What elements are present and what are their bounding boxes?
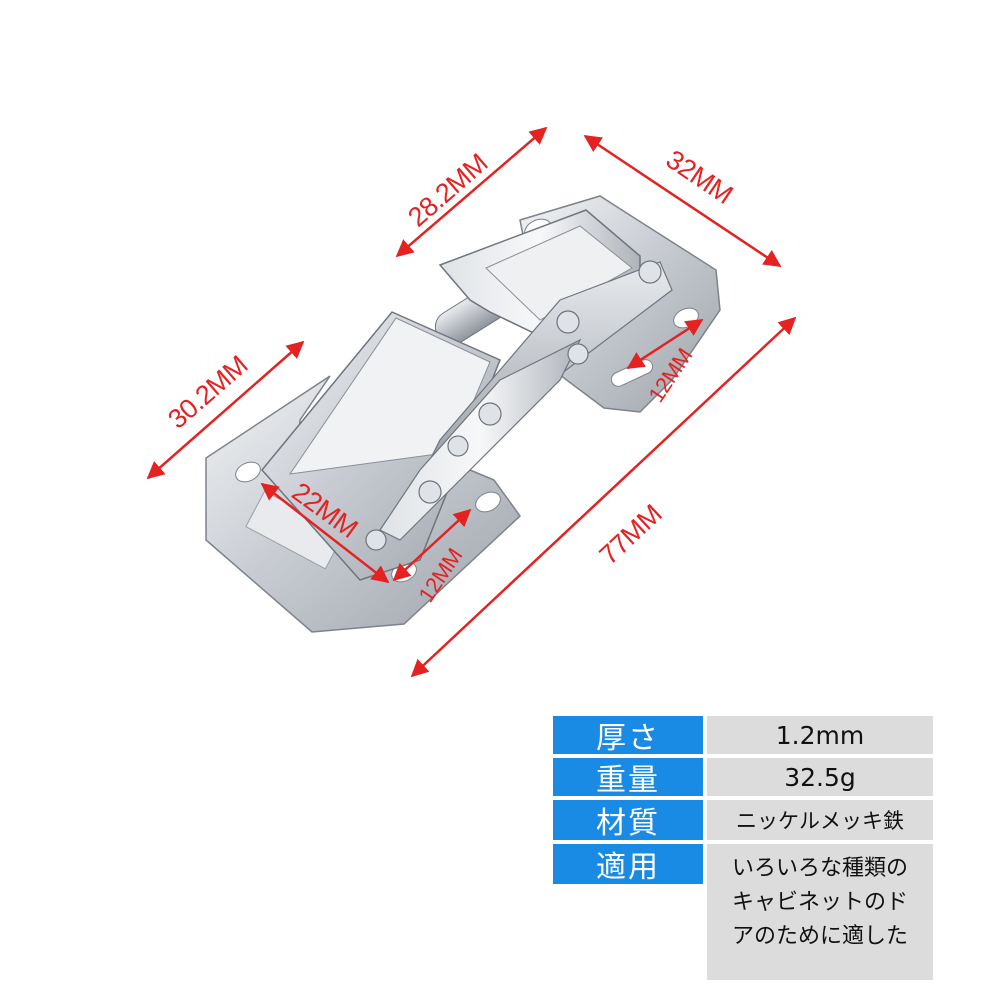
dim-label-left: 30.2MM [162,350,253,435]
spec-value-application: いろいろな種類の キャビネットのド アのために適した [707,844,933,980]
dim-line-inner [260,482,390,584]
hinge-illustration [205,195,721,633]
dim-label-top-left: 28.2MM [402,148,493,233]
dim-line-hole-upper [626,318,704,370]
spec-value-weight: 32.5g [707,758,933,796]
dim-label-overall: 77MM [594,499,668,571]
spec-table: 厚さ 1.2mm 重量 32.5g 材質 ニッケルメッキ鉄 適用 いろいろな種類… [553,716,933,984]
dimension-lines [146,126,797,678]
spec-label-application: 適用 [553,844,703,885]
dim-line-top-left [395,126,548,258]
spec-row-thickness: 厚さ 1.2mm [553,716,933,756]
spec-label-application-wrap: 適用 [553,844,703,980]
dim-label-top-right: 32MM [661,144,738,210]
spec-row-material: 材質 ニッケルメッキ鉄 [553,800,933,841]
spec-row-application: 適用 いろいろな種類の キャビネットのド アのために適した [553,844,933,980]
dim-line-left [146,340,305,480]
spec-row-weight: 重量 32.5g [553,758,933,798]
dim-line-overall [410,316,797,678]
dim-line-hole-lower [392,508,472,582]
spec-value-thickness: 1.2mm [707,716,933,754]
spec-label-weight: 重量 [553,758,703,798]
dim-line-top-right [583,134,782,268]
spec-label-thickness: 厚さ [553,716,703,756]
spec-label-material: 材質 [553,800,703,841]
spec-value-material: ニッケルメッキ鉄 [707,800,933,840]
